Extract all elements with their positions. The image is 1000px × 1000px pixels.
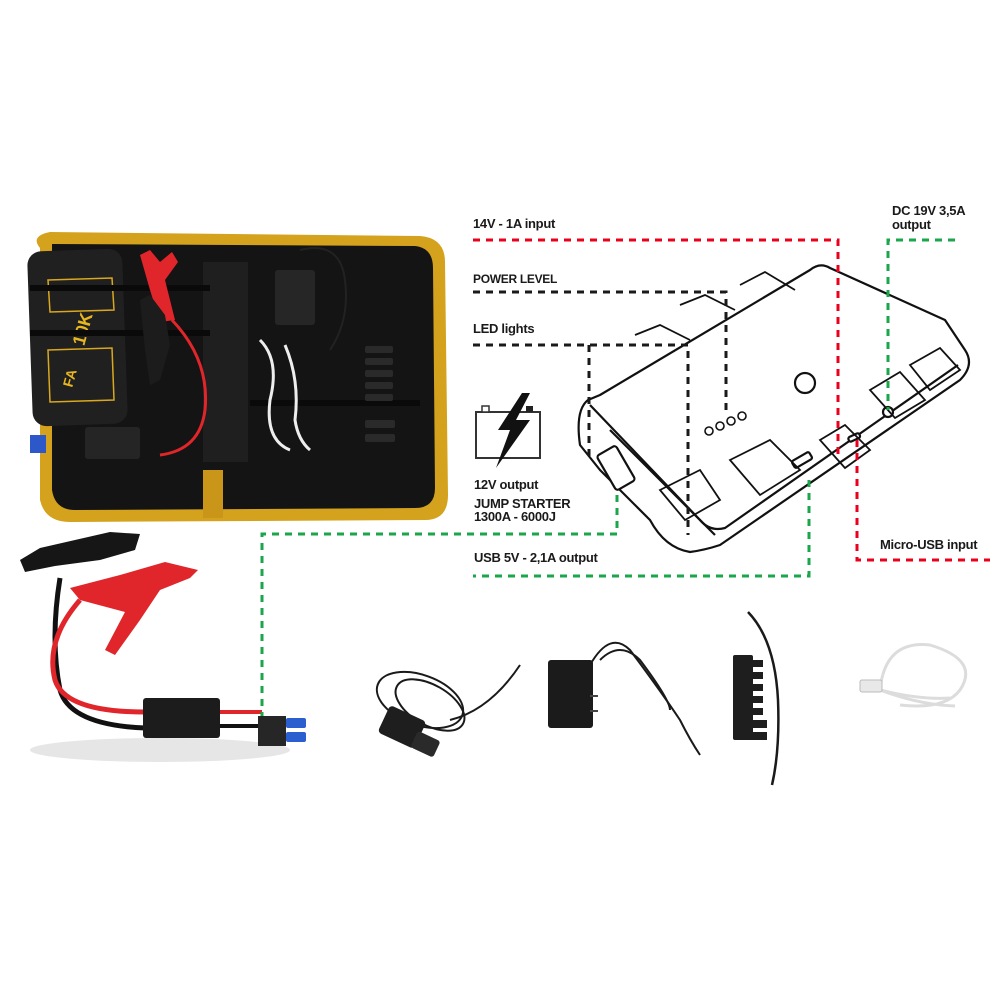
wall-charger [548,660,593,728]
usb-port [790,451,814,469]
leader-12v-output [260,495,619,716]
ec5-connector-in-case [30,435,46,453]
dc-tip-set [733,655,767,740]
clamp-control-box [143,698,220,738]
dc-tips-in-case [365,346,395,442]
label-jump-specs: 1300A - 6000J [474,509,556,524]
label-micro-usb-input: Micro-USB input [880,537,978,552]
dc-port-12v [596,445,636,491]
label-power-level: POWER LEVEL [473,272,558,286]
device-in-case [27,248,128,427]
zipper-pull [203,470,223,518]
usb-multi-cable [878,643,968,708]
label-12v-output: 12V output [474,477,539,492]
case-spine [203,262,248,462]
leader-14v-input [473,238,840,460]
power-level-leds [704,411,747,436]
device-brand-text: FA [60,367,80,388]
leader-led-lights [473,343,690,535]
dc-tip-cable [747,611,780,786]
label-dc-output-line2: output [892,217,931,232]
ec5-connector [258,716,286,746]
power-button [793,371,817,395]
jump-starter-outline [577,264,971,554]
leader-dc-19v [886,238,955,410]
label-usb-output: USB 5V - 2,1A output [474,550,598,565]
battery-bolt-icon [475,393,541,468]
red-clamp-in-case [140,250,178,322]
label-dc-output-line1: DC 19V 3,5A [892,203,966,218]
charger-in-case [275,270,315,325]
red-clamp [70,562,198,655]
leader-micro-usb [855,440,990,562]
leader-usb-output [473,480,811,578]
leader-power-level [473,290,728,410]
label-14v-input: 14V - 1A input [473,216,555,231]
label-jump-starter: JUMP STARTER [474,496,571,511]
micro-usb-port [847,432,862,443]
black-clamp [20,532,140,572]
label-led-lights: LED lights [473,321,535,336]
